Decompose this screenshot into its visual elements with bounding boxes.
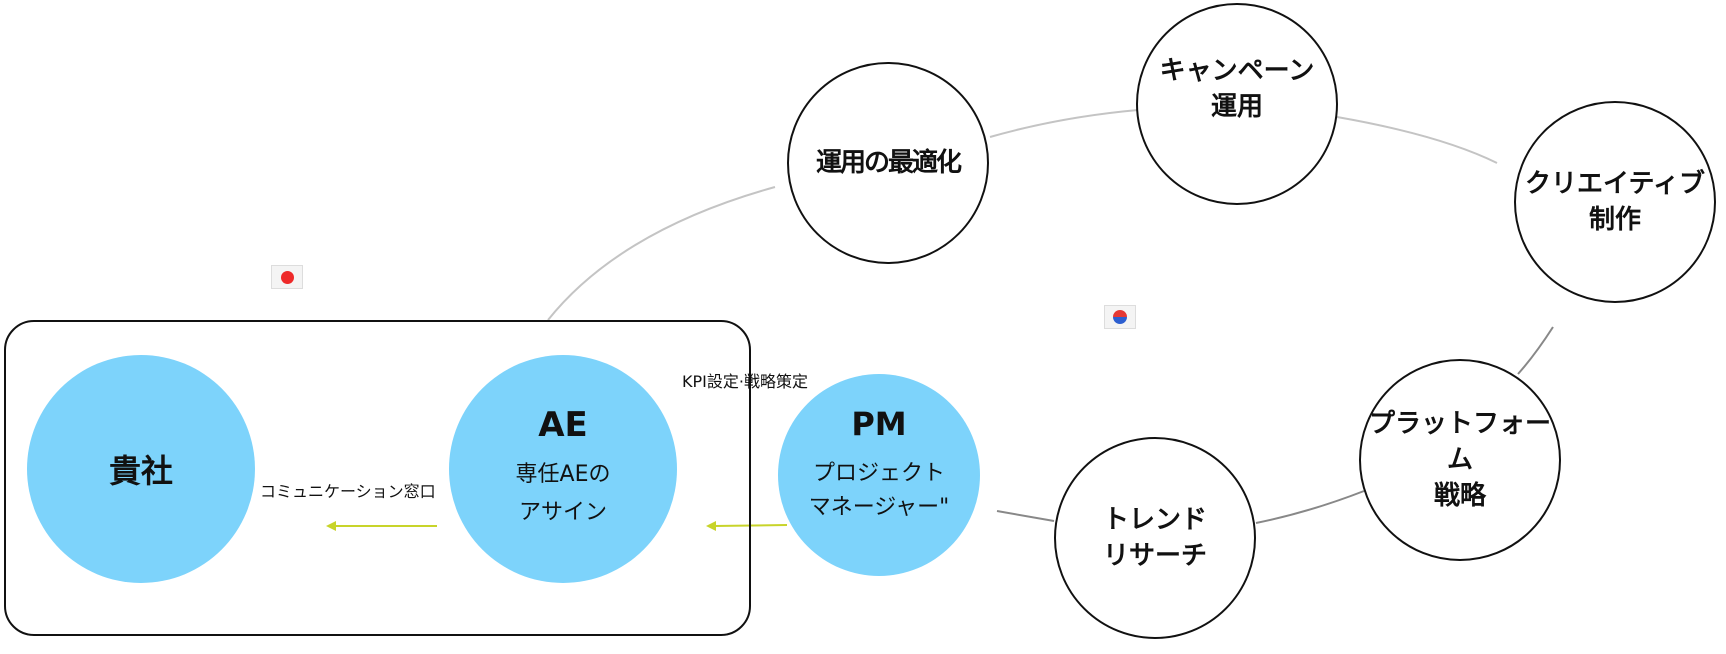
connector-optimization-to-campaign [989,109,1139,138]
ae-node[interactable]: AE 専任AEの アサイン [449,355,677,583]
cycle-node-platform-strategy[interactable]: プラットフォー ム 戦略 [1359,359,1561,561]
pm-node[interactable]: PM プロジェクト マネージャー" [778,374,980,576]
connector-box-to-optimization [547,186,776,321]
pm-line2: マネージャー" [808,495,950,520]
connector-campaign-to-creative [1336,116,1498,164]
connector-creative-to-platform [1517,326,1554,375]
connector-platform-to-trend [1255,490,1365,524]
connector-trend-to-pm [996,510,1055,522]
client-label: 貴社 [108,452,173,490]
pm-line1: プロジェクト [812,461,945,486]
platform-line1: プラットフォー [1368,409,1551,439]
ae-line2: アサイン [518,500,607,525]
japan-team-container [4,320,751,636]
client-ae-link-label: コミュニケーション窓口 [260,482,436,501]
trend-line1: トレンド [1102,505,1207,535]
trend-line2: リサーチ [1102,541,1207,571]
creative-line2: 制作 [1588,205,1641,235]
ae-title: AE [538,405,588,445]
client-node[interactable]: 貴社 [27,355,255,583]
campaign-line1: キャンペーン [1159,56,1315,86]
korea-flag-icon [1104,305,1136,329]
creative-line1: クリエイティブ [1525,169,1705,199]
pm-title: PM [851,405,907,443]
optimization-line1: 運用の最適化 [815,148,962,178]
platform-line3: 戦略 [1433,481,1486,511]
cycle-node-trend-research[interactable]: トレンド リサーチ [1054,437,1256,639]
cycle-node-creative-production[interactable]: クリエイティブ 制作 [1514,101,1716,303]
ae-pm-link-label: KPI設定·戦略策定 [682,372,808,391]
cycle-node-optimization[interactable]: 運用の最適化 [787,62,989,264]
platform-line2: ム [1446,445,1473,475]
ae-line1: 専任AEの [515,462,611,487]
campaign-line2: 運用 [1210,92,1263,122]
arrow-ae-to-client [326,521,437,531]
cycle-node-campaign-operation[interactable]: キャンペーン 運用 [1136,3,1338,205]
japan-flag-icon [271,265,303,289]
